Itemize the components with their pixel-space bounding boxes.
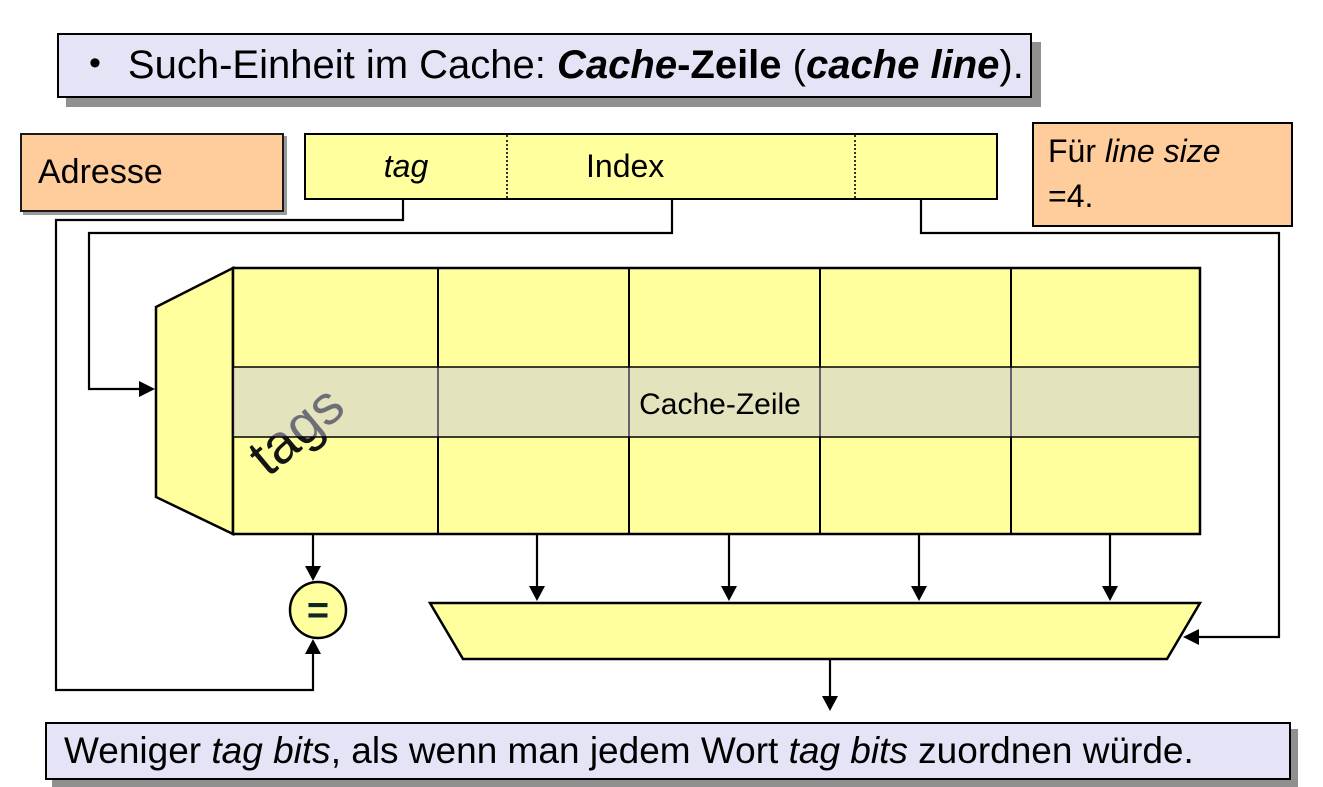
tag-array-funnel	[154, 265, 235, 536]
title-part-bold: -Zeile	[677, 43, 782, 87]
title-box: • Such-Einheit im Cache: Cache-Zeile (ca…	[57, 33, 1032, 98]
address-field-offset	[854, 135, 996, 198]
note-text: Für	[1048, 133, 1105, 169]
bottom-part: zuordnen würde.	[907, 730, 1194, 771]
bullet-icon: •	[89, 44, 101, 82]
bottom-text: Weniger tag bits, als wenn man jedem Wor…	[64, 730, 1194, 772]
title-part-bold-italic: Cache	[557, 43, 678, 87]
bottom-remark-box: Weniger tag bits, als wenn man jedem Wor…	[45, 722, 1291, 780]
arrow-down-icon	[1102, 586, 1118, 601]
note-line1: Für line size	[1048, 129, 1277, 174]
note-text-italic: line size	[1104, 133, 1221, 169]
note-text: =4.	[1048, 178, 1094, 215]
comparator-circle	[288, 580, 348, 640]
arrow-down-icon	[721, 586, 737, 601]
address-field-tag: tag	[306, 135, 506, 198]
cache-line-label: Cache-Zeile	[639, 388, 801, 421]
bottom-part: Weniger	[64, 730, 212, 771]
arrow-left-icon	[1183, 629, 1199, 645]
title-part-bold-italic: cache line	[805, 43, 1000, 87]
adresse-box: Adresse	[20, 133, 284, 212]
tag-field-label: tag	[383, 148, 429, 184]
wire-index	[87, 200, 674, 391]
title-part: (	[781, 43, 806, 87]
wire-tag	[54, 200, 405, 692]
bottom-part-italic: tag bits	[211, 730, 331, 771]
wire-offset	[919, 200, 1281, 639]
arrow-right-icon	[139, 381, 155, 397]
arrow-down-icon	[822, 696, 838, 711]
arrow-down-icon	[529, 586, 545, 601]
arrow-down-icon	[911, 586, 927, 601]
wires	[54, 200, 1281, 711]
note-line2: =4.	[1048, 174, 1277, 219]
address-bar: tag Index	[304, 133, 998, 200]
index-field-label: Index	[586, 148, 665, 184]
title-part: ).	[999, 43, 1024, 87]
title-part: Such-Einheit im Cache:	[127, 43, 557, 87]
cache-line-highlight	[232, 366, 1201, 438]
bottom-part: , als wenn man jedem Wort	[330, 730, 789, 771]
title-text: Such-Einheit im Cache: Cache-Zeile (cach…	[128, 43, 1024, 88]
address-field-index: Index	[506, 135, 854, 198]
bottom-part-italic: tag bits	[788, 730, 908, 771]
line-size-note-box: Für line size =4.	[1032, 122, 1293, 227]
arrow-up-icon	[305, 639, 321, 654]
multiplexer	[427, 601, 1203, 661]
adresse-label: Adresse	[38, 153, 163, 191]
arrow-down-icon	[305, 566, 321, 581]
equals-symbol: =	[307, 590, 329, 632]
